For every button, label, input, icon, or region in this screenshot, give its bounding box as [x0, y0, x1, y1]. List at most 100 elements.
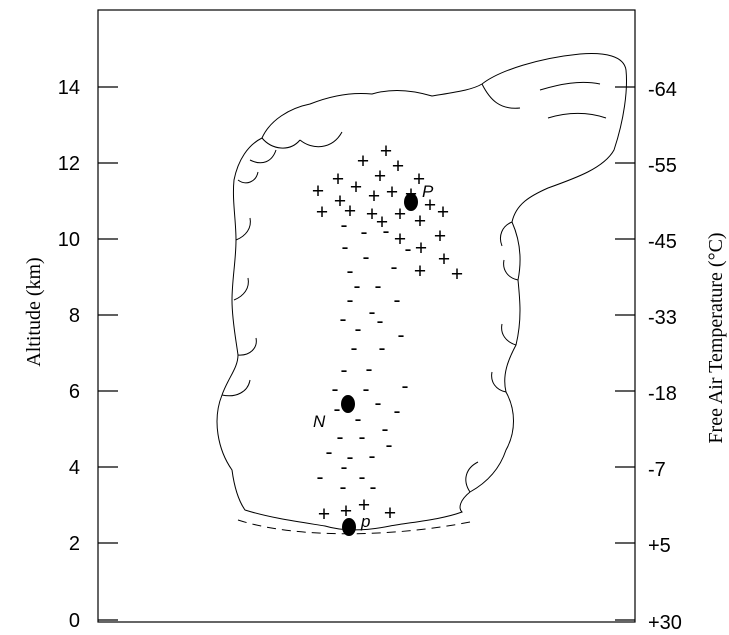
minus-charge-29: -	[359, 426, 366, 449]
plus-charge-8: +	[386, 181, 398, 204]
minus-charge-23: -	[402, 375, 409, 398]
left-ticks	[98, 86, 118, 621]
minus-charge-3: -	[342, 236, 349, 259]
minus-charge-36: -	[359, 466, 366, 489]
upper-positive-center	[404, 193, 418, 211]
plus-charge-28: +	[358, 494, 370, 517]
minus-charge-5: -	[405, 238, 412, 261]
temperature-tick-labels: +30 +5 -7 -18 -33 -45 -55 -64	[648, 79, 682, 634]
minus-charge-26: -	[375, 392, 382, 415]
minus-charge-0: -	[341, 214, 348, 237]
plus-charge-23: +	[438, 248, 450, 271]
plus-charge-10: +	[334, 190, 346, 213]
right-ticks	[615, 86, 635, 621]
right-axis-title: Free Air Temperature (°C)	[705, 232, 727, 443]
altitude-tick-0: 0	[69, 610, 80, 632]
minus-charge-30: -	[382, 418, 389, 441]
negative-center	[341, 395, 355, 413]
minus-charge-2: -	[383, 220, 390, 243]
minus-charge-25: -	[355, 408, 362, 431]
plus-charge-18: +	[437, 201, 449, 224]
lower-positive-center	[342, 518, 356, 536]
plus-charge-22: +	[415, 237, 427, 260]
temperature-tick-12: -55	[648, 155, 677, 177]
plus-charge-2: +	[392, 155, 404, 178]
temperature-tick-8: -33	[648, 307, 677, 329]
altitude-tick-10: 10	[58, 229, 80, 251]
minus-charge-31: -	[326, 441, 333, 464]
plus-charge-24: +	[414, 260, 426, 283]
plus-charge-3: +	[374, 165, 386, 188]
minus-charge-37: -	[317, 466, 324, 489]
altitude-tick-4: 4	[69, 457, 80, 479]
minus-charge-18: -	[379, 337, 386, 360]
minus-charge-13: -	[340, 308, 347, 331]
minus-charge-24: -	[334, 398, 341, 421]
plus-charge-9: +	[368, 185, 380, 208]
plus-charge-26: +	[318, 503, 330, 526]
plus-charge-5: +	[332, 168, 344, 191]
minus-charge-27: -	[394, 400, 401, 423]
altitude-tick-8: 8	[69, 305, 80, 327]
minus-charge-21: -	[332, 378, 339, 401]
minus-charge-8: -	[354, 275, 361, 298]
minus-charge-16: -	[398, 324, 405, 347]
positive-charge-markers: ++++++++++++++++++++++++++++++	[312, 140, 463, 526]
plot-frame	[97, 9, 636, 623]
plus-charge-14: +	[316, 201, 328, 224]
minus-charge-12: -	[369, 301, 376, 324]
minus-charge-9: -	[375, 275, 382, 298]
minus-charge-33: -	[369, 445, 376, 468]
minus-charge-10: -	[347, 289, 354, 312]
plus-charge-7: +	[312, 180, 324, 203]
temperature-tick-14: -64	[648, 79, 677, 101]
minus-charge-39: -	[370, 476, 377, 499]
plus-charge-0: +	[380, 140, 392, 163]
minus-charge-11: -	[394, 289, 401, 312]
altitude-tick-14: 14	[58, 77, 80, 99]
plus-charge-12: +	[424, 194, 436, 217]
altitude-tick-labels: 0 2 4 6 8 10 12 14	[58, 77, 80, 632]
temperature-tick-4: -7	[648, 459, 666, 481]
plus-charge-6: +	[350, 176, 362, 199]
minus-charge-6: -	[347, 260, 354, 283]
minus-charge-7: -	[391, 256, 398, 279]
minus-charge-14: -	[355, 318, 362, 341]
plus-charge-1: +	[357, 150, 369, 173]
plus-charge-20: +	[394, 228, 406, 251]
altitude-tick-6: 6	[69, 381, 80, 403]
plus-charge-25: +	[451, 263, 463, 286]
lower-positive-label: p	[360, 512, 370, 531]
plus-charge-17: +	[414, 210, 426, 233]
negative-charge-markers: ----------------------------------------	[317, 214, 412, 499]
plus-charge-16: +	[394, 203, 406, 226]
plus-charge-21: +	[434, 225, 446, 248]
altitude-tick-2: 2	[69, 533, 80, 555]
plus-charge-4: +	[413, 168, 425, 191]
minus-charge-20: -	[341, 359, 348, 382]
upper-positive-label: P	[422, 182, 434, 201]
plus-charge-13: +	[344, 200, 356, 223]
minus-charge-19: -	[366, 358, 373, 381]
altitude-tick-12: 12	[58, 153, 80, 175]
minus-charge-4: -	[363, 246, 370, 269]
minus-charge-34: -	[341, 456, 348, 479]
minus-charge-32: -	[347, 446, 354, 469]
plus-charge-29: +	[384, 502, 396, 525]
left-axis-title: Altitude (km)	[23, 257, 45, 366]
plus-charge-19: +	[376, 211, 388, 234]
temperature-tick-0: +30	[648, 612, 682, 634]
temperature-tick-6: -18	[648, 383, 677, 405]
minus-charge-1: -	[361, 221, 368, 244]
temperature-tick-10: -45	[648, 231, 677, 253]
cloud-outline	[216, 53, 627, 531]
minus-charge-22: -	[363, 378, 370, 401]
minus-charge-28: -	[337, 426, 344, 449]
minus-charge-38: -	[340, 476, 347, 499]
plus-charge-15: +	[366, 203, 378, 226]
temperature-tick-2: +5	[648, 535, 671, 557]
minus-charge-15: -	[377, 310, 384, 333]
minus-charge-35: -	[386, 434, 393, 457]
plus-charge-27: +	[340, 500, 352, 523]
